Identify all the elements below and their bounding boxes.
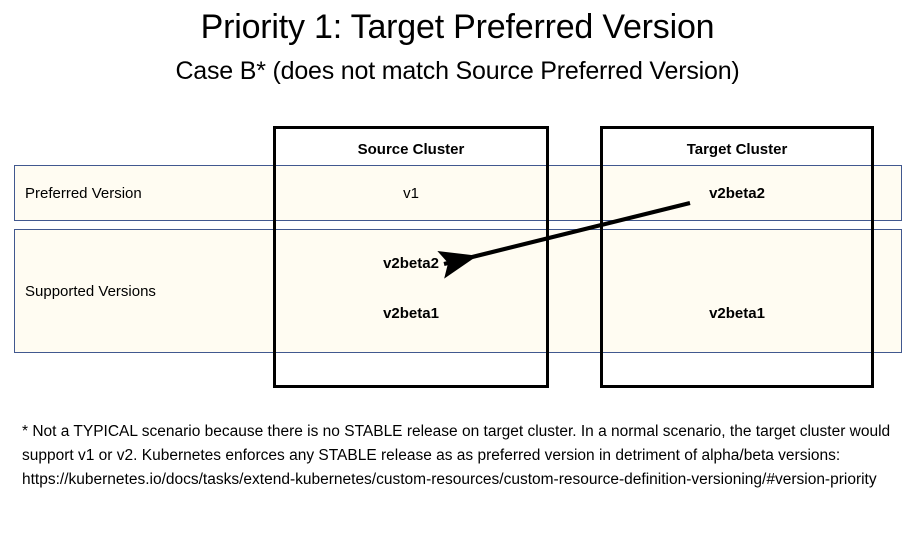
cell-target-preferred-version: v2beta2: [709, 185, 765, 202]
cluster-box-target: Target Cluster: [600, 126, 874, 388]
cell-target-supported-version-0: v2beta1: [709, 305, 765, 322]
footnote-url[interactable]: https://kubernetes.io/docs/tasks/extend-…: [22, 471, 877, 488]
page-subtitle: Case B* (does not match Source Preferred…: [175, 57, 740, 85]
footnote: * Not a TYPICAL scenario because there i…: [22, 420, 902, 492]
cell-source-preferred-version: v1: [403, 185, 419, 202]
cluster-header-target: Target Cluster: [686, 141, 788, 158]
cell-source-supported-version-1: v2beta1: [383, 305, 439, 322]
footnote-body: * Not a TYPICAL scenario because there i…: [22, 423, 891, 464]
cluster-header-source: Source Cluster: [357, 141, 465, 158]
page-title: Priority 1: Target Preferred Version: [200, 8, 715, 46]
cell-source-supported-version-0: v2beta2: [383, 255, 439, 272]
row-label-preferred-version: Preferred Version: [25, 185, 142, 202]
row-label-supported-versions: Supported Versions: [25, 283, 156, 300]
